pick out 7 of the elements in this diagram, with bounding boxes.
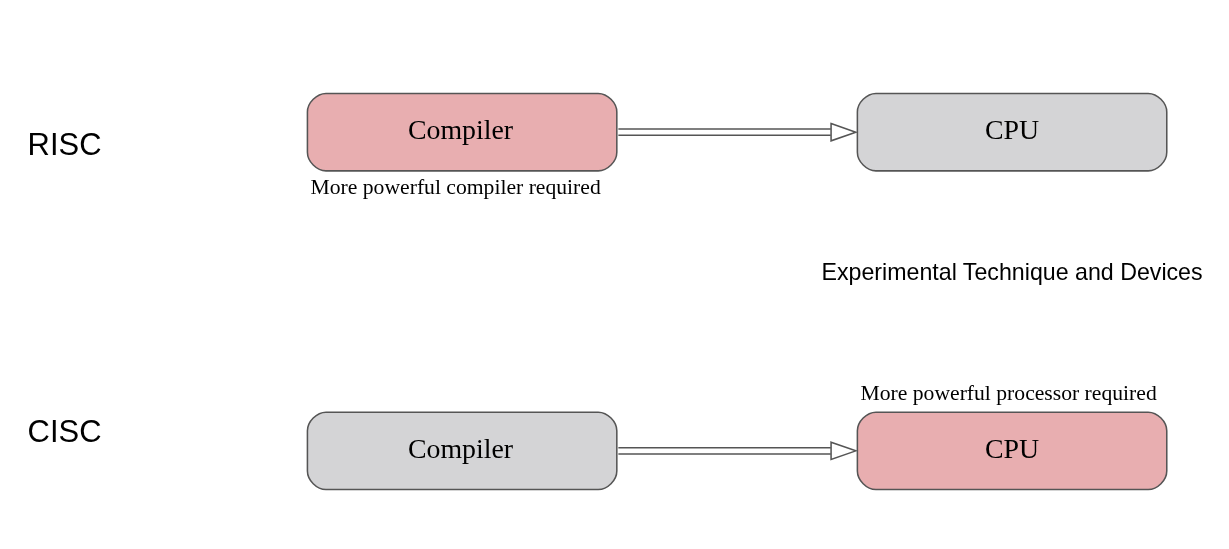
label: Experimental Technique and Devices — [821, 258, 1203, 285]
arrow — [617, 441, 859, 461]
node-label: More powerful processor required — [860, 381, 1157, 406]
label: CISC — [27, 413, 102, 449]
arrow — [617, 122, 859, 142]
node-label: More powerful compiler required — [310, 175, 601, 200]
label: RISC — [27, 127, 102, 163]
